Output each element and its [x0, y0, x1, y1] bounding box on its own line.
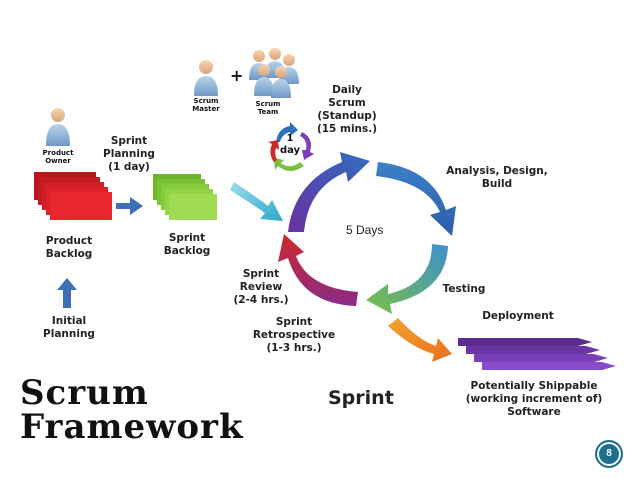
product-backlog-stack [34, 172, 112, 220]
testing-label: Testing [442, 283, 486, 295]
arrow-initial-planning [57, 278, 77, 308]
product-owner-icon [46, 108, 70, 146]
cycle-arrow-green [366, 244, 448, 314]
sprint-review-label: Sprint Review (2-4 hrs.) [233, 268, 289, 306]
scrum-master-icon [194, 60, 218, 96]
cycle-arrow-purple [288, 152, 370, 232]
sprint-planning-label: Sprint Planning (1 day) [103, 135, 155, 173]
initial-planning-label: Initial Planning [43, 315, 95, 340]
one-day-label: 1 day [279, 133, 301, 156]
scrum-master-label: Scrum Master [192, 97, 220, 113]
sprint-retrospective-label: Sprint Retrospective (1-3 hrs.) [252, 316, 336, 354]
plus-sign: + [230, 66, 244, 85]
page-title: Scrum Framework [20, 373, 244, 447]
sprint-backlog-stack [153, 174, 217, 220]
sprint-title: Sprint [328, 387, 394, 409]
daily-scrum-label: Daily Scrum (Standup) (15 mins.) [316, 84, 378, 135]
product-backlog-label: Product Backlog [45, 235, 93, 260]
daily-cycle-icon [268, 122, 314, 171]
sprint-duration: 5 Days [346, 223, 384, 237]
arrow-to-deployment [388, 318, 452, 362]
scrum-team-label: Scrum Team [255, 100, 281, 116]
deployment-label: Deployment [482, 310, 554, 322]
cycle-arrow-blue [376, 162, 456, 236]
arrow-into-sprint [230, 182, 283, 221]
deployment-stack [458, 338, 616, 370]
arrow-to-sprint-backlog [116, 197, 143, 215]
scrum-team-icon [249, 48, 299, 98]
product-owner-label: Product Owner [42, 149, 74, 165]
sprint-backlog-label: Sprint Backlog [163, 232, 211, 257]
cycle-arrow-red [278, 234, 358, 306]
analysis-label: Analysis, Design, Build [446, 165, 548, 190]
shippable-label: Potentially Shippable (working increment… [465, 380, 603, 418]
page-number-badge: 8 [595, 440, 623, 468]
